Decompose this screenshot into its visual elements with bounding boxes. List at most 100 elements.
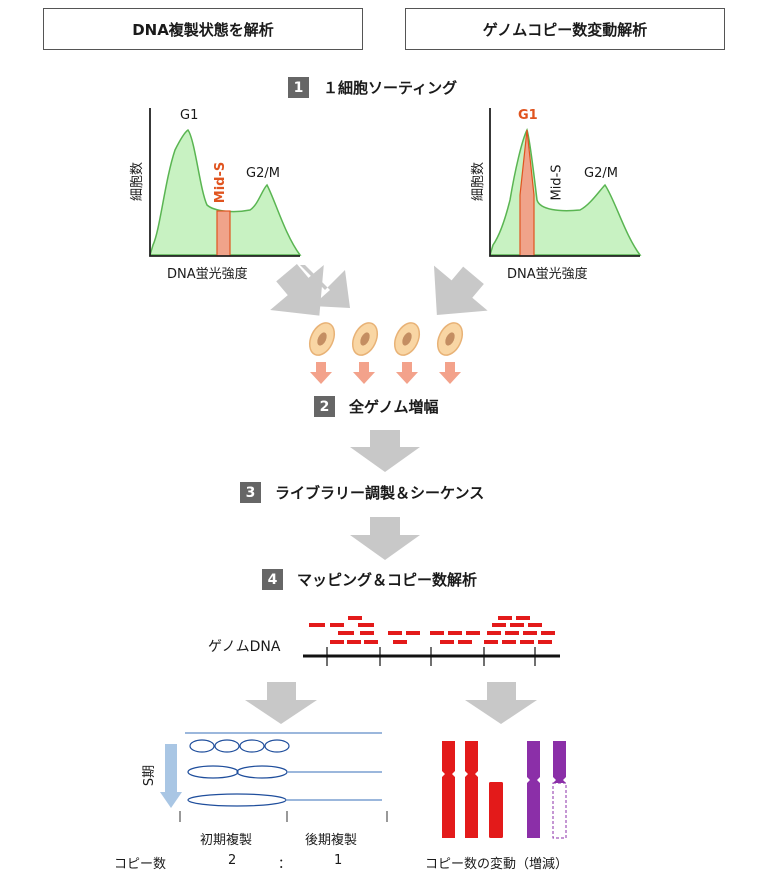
- chromosome-red-2: [465, 741, 478, 838]
- step-2: 2 全ゲノム増幅: [314, 396, 439, 417]
- step-3-label: ライブラリー調製＆シーケンス: [275, 484, 485, 502]
- cell-arrow-1: [310, 362, 332, 384]
- read: [458, 640, 472, 644]
- step-4-label: マッピング＆コピー数解析: [297, 571, 478, 589]
- cell-1: [308, 322, 336, 356]
- read: [358, 623, 374, 627]
- step-3: 3 ライブラリー調製＆シーケンス: [240, 482, 484, 503]
- read: [538, 640, 552, 644]
- copy-ratio-right: 1: [334, 853, 343, 868]
- chromosomes: [442, 741, 567, 839]
- read: [502, 640, 516, 644]
- left-mid-s-label: Mid-S: [213, 161, 229, 204]
- read: [388, 631, 402, 635]
- cell-3: [393, 322, 421, 356]
- step-arrow-3-4: [350, 517, 420, 560]
- mid-s-gate-left: [216, 210, 231, 257]
- read: [430, 631, 444, 635]
- read: [330, 640, 344, 644]
- step-2-label: 全ゲノム増幅: [349, 398, 439, 416]
- step-3-number: 3: [240, 482, 261, 503]
- read: [516, 616, 530, 620]
- left-g2m-label: G2/M: [246, 166, 280, 181]
- region-brackets: [179, 811, 388, 822]
- copy-ratio-left: 2: [228, 853, 237, 868]
- read: [510, 623, 524, 627]
- read: [523, 631, 537, 635]
- header-right-label: ゲノムコピー数変動解析: [482, 20, 648, 39]
- cell-arrow-2: [353, 362, 375, 384]
- right-y-label: 細胞数: [471, 161, 487, 202]
- sorted-cells: [308, 322, 464, 356]
- step-4: 4 マッピング＆コピー数解析: [262, 569, 477, 590]
- read: [466, 631, 480, 635]
- read: [484, 640, 498, 644]
- replication-row-3: [187, 793, 382, 807]
- read: [520, 640, 534, 644]
- cell-2: [351, 322, 379, 356]
- read: [393, 640, 407, 644]
- read: [498, 616, 512, 620]
- copy-number-label: コピー数: [114, 857, 167, 872]
- cell-arrow-3: [396, 362, 418, 384]
- left-g1-label: G1: [180, 108, 199, 123]
- read: [364, 640, 378, 644]
- step-1: 1 １細胞ソーティング: [288, 77, 457, 98]
- cell-4: [436, 322, 464, 356]
- cell-arrows: [310, 362, 461, 384]
- step-2-number: 2: [314, 396, 335, 417]
- read: [448, 631, 462, 635]
- chromosome-purple-1: [527, 741, 540, 838]
- replication-row-2: [187, 765, 382, 779]
- step-4-number: 4: [262, 569, 283, 590]
- mapped-reads: [309, 616, 555, 644]
- replication-diagram: [160, 732, 388, 822]
- right-g2m-label: G2/M: [584, 166, 618, 181]
- arrow-left-big: [270, 264, 324, 316]
- chromosome-red-1: [442, 741, 455, 838]
- arrow-to-cnv: [465, 682, 537, 724]
- read: [309, 623, 325, 627]
- right-mid-s-label: Mid-S: [549, 164, 565, 201]
- read: [492, 623, 506, 627]
- arrow-to-replication: [245, 682, 317, 724]
- replication-row-1: [189, 739, 290, 753]
- arrow-right-big: [433, 265, 488, 316]
- early-replication-label: 初期複製: [200, 833, 253, 848]
- genome-line: [303, 647, 560, 666]
- read: [406, 631, 420, 635]
- read: [505, 631, 519, 635]
- left-x-label: DNA蛍光強度: [167, 267, 248, 282]
- read: [487, 631, 501, 635]
- s-phase-label: S期: [142, 764, 158, 787]
- read: [338, 631, 354, 635]
- sorting-arrows: [270, 264, 488, 316]
- cnv-label: コピー数の変動（増減）: [425, 857, 569, 872]
- header-dna-replication: DNA複製状態を解析: [43, 8, 363, 50]
- s-phase-arrow: [160, 744, 182, 808]
- histogram-left-curve: [148, 128, 302, 256]
- read: [360, 631, 374, 635]
- histogram-right-axes: [489, 108, 640, 257]
- histogram-left: [148, 108, 302, 257]
- chromosome-red-3: [489, 782, 503, 838]
- read: [347, 640, 361, 644]
- step-arrow-2-3: [350, 430, 420, 472]
- header-left-label: DNA複製状態を解析: [132, 20, 274, 39]
- genome-dna-label: ゲノムDNA: [208, 639, 281, 655]
- step-1-label: １細胞ソーティング: [323, 79, 458, 97]
- read: [541, 631, 555, 635]
- read: [348, 616, 362, 620]
- step-1-number: 1: [288, 77, 309, 98]
- histogram-left-axes: [149, 108, 300, 257]
- left-y-label: 細胞数: [130, 161, 146, 202]
- read: [528, 623, 542, 627]
- histogram-right: [488, 108, 642, 257]
- late-replication-label: 後期複製: [305, 833, 358, 848]
- histogram-right-curve: [488, 127, 642, 256]
- cell-arrow-4: [439, 362, 461, 384]
- copy-ratio-separator: ：: [278, 857, 292, 872]
- read: [440, 640, 454, 644]
- header-cnv-analysis: ゲノムコピー数変動解析: [405, 8, 725, 50]
